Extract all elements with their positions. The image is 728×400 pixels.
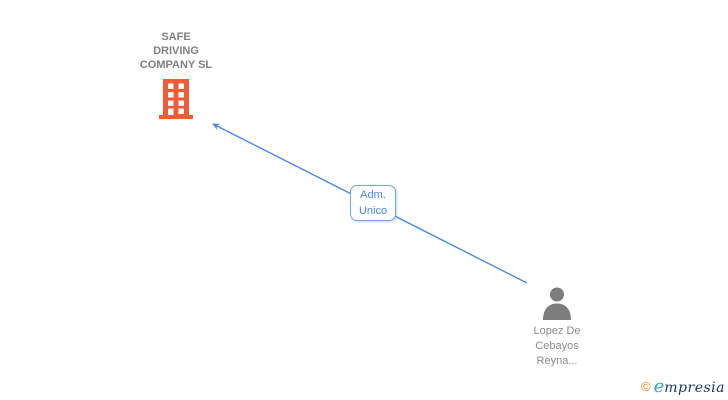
building-icon xyxy=(159,79,193,119)
edge-label-text: Adm. Unico xyxy=(358,189,388,217)
person-node[interactable]: Lopez De Cebayos Reyna... xyxy=(497,287,617,369)
person-icon xyxy=(543,287,571,320)
company-node[interactable]: SAFE DRIVING COMPANY SL xyxy=(126,30,226,119)
person-name-label: Lopez De Cebayos Reyna... xyxy=(533,325,581,367)
empresia-logo[interactable]: ©empresia xyxy=(641,376,725,397)
logo-initial: e xyxy=(653,376,665,397)
copyright-icon: © xyxy=(641,379,651,394)
edge-label: Adm. Unico xyxy=(350,185,396,221)
logo-text: mpresia xyxy=(664,380,725,396)
company-name-label: SAFE DRIVING COMPANY SL xyxy=(139,31,213,71)
